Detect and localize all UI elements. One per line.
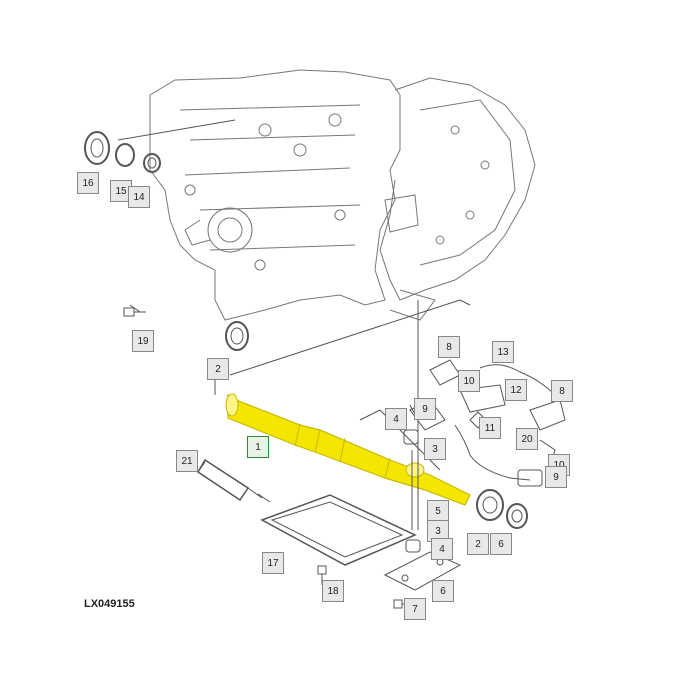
callout-1-shaft[interactable]: 1 <box>247 436 269 458</box>
seal-2-upper <box>225 321 249 351</box>
callout-4-upper[interactable]: 4 <box>385 408 407 430</box>
callout-14[interactable]: 14 <box>128 186 150 208</box>
callout-10-upper[interactable]: 10 <box>458 370 480 392</box>
seal-group-upper <box>84 131 161 173</box>
callout-2-lower[interactable]: 2 <box>467 533 489 555</box>
callout-13[interactable]: 13 <box>492 341 514 363</box>
callout-11[interactable]: 11 <box>479 417 501 439</box>
callout-2-upper[interactable]: 2 <box>207 358 229 380</box>
leader-lines <box>117 119 471 471</box>
callout-3-upper[interactable]: 3 <box>424 438 446 460</box>
callout-6-plate[interactable]: 6 <box>432 580 454 602</box>
callout-7[interactable]: 7 <box>404 598 426 620</box>
gasket-17 <box>260 494 417 566</box>
transmission-housing <box>149 69 536 321</box>
bolt-19 <box>123 307 146 317</box>
callout-9-upper[interactable]: 9 <box>414 398 436 420</box>
sealant-tube-21 <box>196 458 271 503</box>
figure-id: LX049155 <box>84 598 135 610</box>
shaft-1-highlighted <box>225 393 471 506</box>
callout-18[interactable]: 18 <box>322 580 344 602</box>
callout-3-lower[interactable]: 3 <box>427 520 449 542</box>
callout-12[interactable]: 12 <box>505 379 527 401</box>
callout-6-lower[interactable]: 6 <box>490 533 512 555</box>
callout-4-lower[interactable]: 4 <box>431 538 453 560</box>
bearing-2-lower <box>476 489 528 529</box>
callout-8-upper[interactable]: 8 <box>438 336 460 358</box>
callout-8-right[interactable]: 8 <box>551 380 573 402</box>
callout-19[interactable]: 19 <box>132 330 154 352</box>
callout-16[interactable]: 16 <box>77 172 99 194</box>
callout-9-lower[interactable]: 9 <box>545 466 567 488</box>
callout-17[interactable]: 17 <box>262 552 284 574</box>
callout-21[interactable]: 21 <box>176 450 198 472</box>
callout-5[interactable]: 5 <box>427 500 449 522</box>
callout-20[interactable]: 20 <box>516 428 538 450</box>
